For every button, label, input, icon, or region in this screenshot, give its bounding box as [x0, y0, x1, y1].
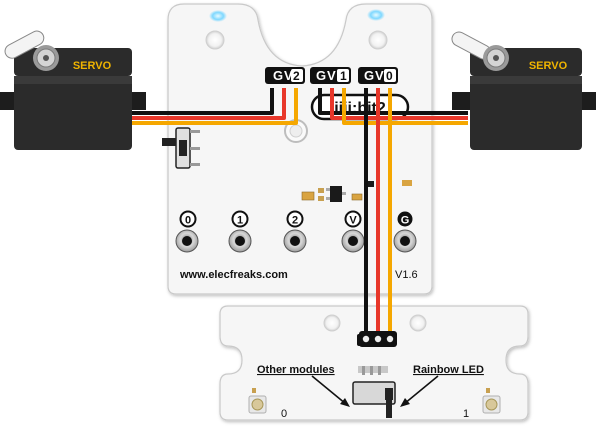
rainbow-led-board: 0 1 Other modules Rainbow LED	[219, 305, 529, 421]
pad-1[interactable]: 1	[228, 210, 252, 253]
pad-2[interactable]: 2	[283, 210, 307, 253]
svg-text:G: G	[316, 68, 326, 83]
svg-text:V: V	[349, 215, 357, 227]
servo-right: SERVO	[451, 31, 596, 150]
svg-text:2: 2	[293, 69, 300, 83]
svg-text:0: 0	[386, 69, 393, 83]
indicator-led-left	[209, 10, 227, 22]
other-modules-label: Other modules	[257, 364, 335, 376]
power-switch[interactable]	[162, 127, 200, 169]
svg-text:V: V	[284, 68, 293, 83]
pin-header-0: G V 0	[358, 67, 398, 84]
servo-left: SERVO	[0, 30, 146, 150]
led-board-plug	[359, 331, 397, 347]
pad-g[interactable]: G	[393, 211, 417, 253]
svg-text:V: V	[375, 68, 384, 83]
svg-text:G: G	[364, 68, 374, 83]
led-1: 1	[463, 388, 501, 420]
svg-text:1: 1	[463, 408, 469, 420]
version-label: V1.6	[395, 269, 418, 281]
indicator-led-right	[367, 9, 385, 21]
pad-0[interactable]: 0	[175, 210, 199, 253]
rainbow-led-label: Rainbow LED	[413, 364, 484, 376]
wires-left-servo	[130, 88, 298, 125]
svg-text:0: 0	[185, 215, 191, 227]
pin-header-1: G V 1	[310, 67, 351, 84]
pin-header-2: G V 2	[265, 67, 305, 84]
board-logo: iiii:bit2	[310, 93, 410, 121]
svg-text:2: 2	[292, 215, 298, 227]
svg-text:SERVO: SERVO	[529, 60, 568, 72]
svg-text:1: 1	[237, 215, 243, 227]
website-label: www.elecfreaks.com	[179, 269, 288, 281]
svg-text:0: 0	[281, 408, 287, 420]
wires-right-servo	[318, 88, 468, 125]
svg-text:G: G	[273, 68, 283, 83]
led-select-switch[interactable]	[352, 366, 396, 418]
smd-components	[301, 180, 412, 202]
wires-rainbow-led	[364, 88, 392, 334]
svg-text:V: V	[327, 68, 336, 83]
svg-text:G: G	[401, 215, 410, 227]
led-0: 0	[248, 388, 287, 420]
svg-text:SERVO: SERVO	[73, 60, 112, 72]
svg-text:1: 1	[340, 69, 347, 83]
